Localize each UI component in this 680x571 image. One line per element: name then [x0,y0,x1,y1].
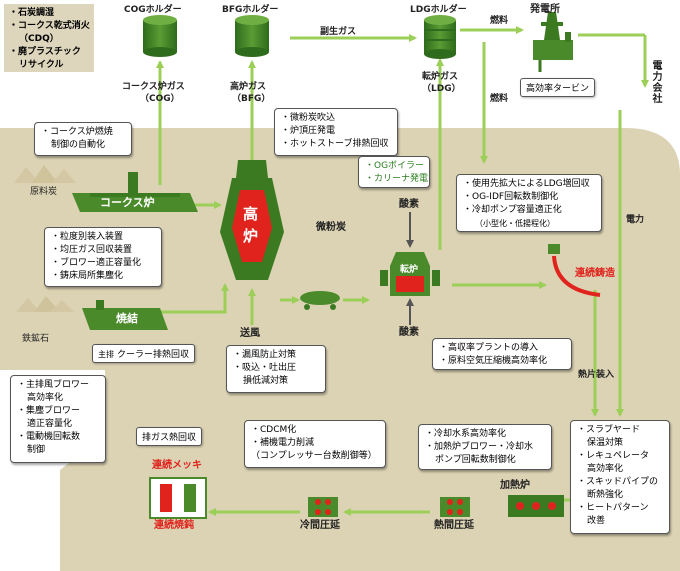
ldg-holder-label: LDGホルダー [410,5,467,15]
pulverized-coal-label: 微粉炭 [316,222,346,233]
torpedo-car-icon [300,291,340,310]
reheat-furnace-label: 加熱炉 [500,480,530,491]
coke-gas-abbr: （COG） [140,94,180,104]
coke-oven-label: コークス炉 [100,196,155,209]
og-boiler-callout: ・OGボイラー ・カリーナ発電 [358,156,430,188]
ldg-recovery-callout: ・使用先拡大によるLDG増回収 ・OG-IDF回転数制御化 ・冷却ポンプ容量適正… [456,174,602,232]
legend-item: ・廃プラスチック [9,47,81,57]
legend-item: ・石炭調湿 [9,8,55,18]
legend-item: ・コークス乾式消火 [9,21,90,31]
cog-holder-tank [143,15,177,57]
fuel-label-top: 燃料 [490,16,509,26]
sinter-callout: ・主排風ブロワー 高効率化 ・集塵ブロワー 適正容量化 ・電動機回転数 制御 [10,375,106,463]
galvanizing-annealing-icon [149,477,207,519]
blast-furnace-callout: ・微粉炭吹込 ・炉頂圧発電 ・ホットストーブ排熱回収 [274,108,398,156]
oxygen-plant-callout: ・高収率プラントの導入 ・原料空気圧縮機高効率化 [432,338,572,370]
legend-item: （CDQ） [19,34,59,44]
blast-label: 送風 [240,328,260,339]
bf-gas-label: 高炉ガス [230,82,267,92]
converter-icon [380,212,440,325]
blast-furnace-label-1: 高 [243,205,259,223]
power-company-label: 電力会社 [650,60,661,104]
oxygen-top-label: 酸素 [399,199,419,210]
continuous-casting-label: 連続鋳造 [575,268,615,279]
iron-ore-pile [16,296,74,312]
converter-gas-label: 転炉ガス [422,72,459,82]
fuel-label-mid: 燃料 [490,94,509,104]
turbine-box: 高効率タービン [520,78,596,97]
hot-rolling-label: 熱間圧延 [434,520,474,531]
slab-yard-callout: ・スラブヤード 保温対策 ・レキュペレータ 高効率化 ・スキッドパイプの 断熱強… [570,420,670,534]
byproduct-gas-label: 副生ガス [320,27,357,37]
coke-oven-callout: ・コークス炉燃焼 制御の自動化 [34,122,132,156]
bfg-holder-label: BFGホルダー [222,5,279,15]
continuous-casting-icon [548,244,601,297]
raw-coal-pile [14,165,76,183]
cooler-box: 主排クーラー排熱回収 [92,344,196,363]
exhaust-heat-box: 排ガス熱回収 [136,427,203,446]
hot-rolling-icon [440,497,470,517]
annealing-label: 連続焼鈍 [154,520,194,531]
cog-holder-label: COGホルダー [124,5,182,15]
cold-rolling-label: 冷間圧延 [300,520,340,531]
blast-callout: ・漏風防止対策 ・吸込・吐出圧 損低減対策 [226,345,326,393]
power-label: 電力 [626,215,645,225]
coke-oven-icon [72,172,198,212]
oxygen-bottom-label: 酸素 [399,327,419,338]
legend-box: ・石炭調湿 ・コークス乾式消火 （CDQ） ・廃プラスチック リサイクル [4,4,94,72]
legend-item: リサイクル [19,60,64,70]
power-plant-icon [533,12,573,60]
reheat-furnace-icon [508,495,564,517]
cooling-callout: ・冷却水系高効率化 ・加熱炉ブロワー・冷却水 ポンプ回転数制御化 [418,424,552,470]
cdcm-callout: ・CDCM化 ・補機電力削減 （コンプレッサー台数削御等） [244,420,386,468]
bf-gas-abbr: （BFG） [232,94,271,104]
ldg-holder-tank [424,15,456,59]
blast-furnace-icon [220,160,284,280]
galvanizing-label: 連続メッキ [152,460,202,471]
bfg-holder-tank [235,15,269,57]
sinter-label: 焼結 [116,312,138,325]
blast-furnace-label-2: 炉 [243,227,259,245]
cold-rolling-icon [308,497,338,517]
charging-callout: ・粒度別装入装置 ・均圧ガス回収装置 ・ブロワー適正容量化 ・鋳床局所集塵化 [44,227,162,287]
converter-gas-abbr: （LDG） [422,84,461,94]
raw-coal-label: 原料炭 [30,187,58,197]
coke-gas-label: コークス炉ガス [122,82,185,92]
slab-charging-label: 熱片装入 [578,370,615,380]
iron-ore-label: 鉄鉱石 [22,334,50,344]
converter-label: 転炉 [400,265,419,275]
power-plant-label: 発電所 [530,4,560,15]
sinter-plant-icon [82,300,168,330]
